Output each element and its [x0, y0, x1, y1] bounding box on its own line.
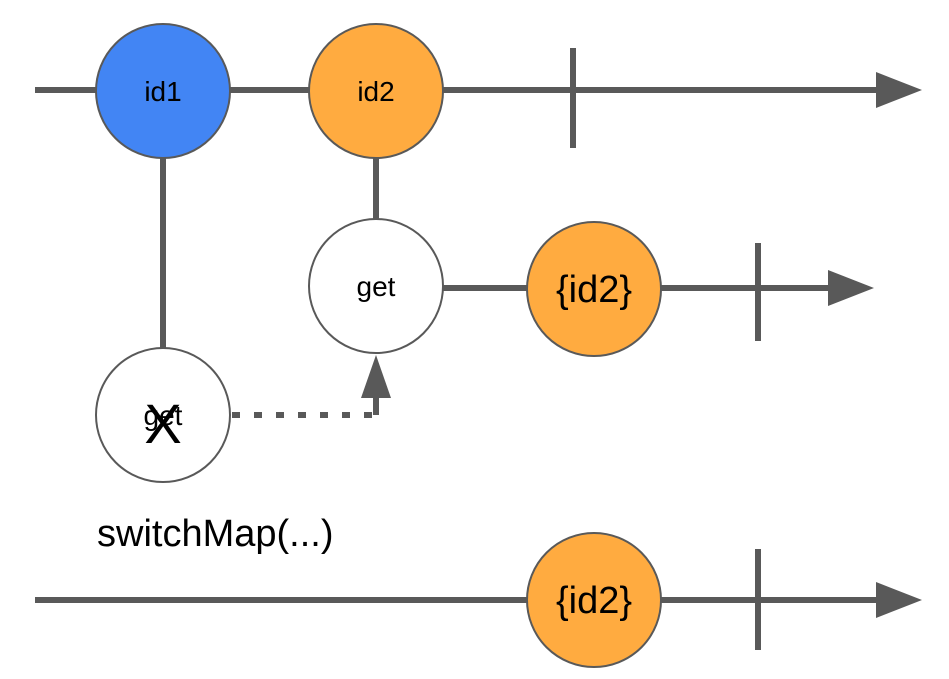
switch-dotted-arrow — [232, 355, 391, 418]
marble-id1-label: id1 — [144, 76, 181, 107]
inner-result-marble: {id2} — [526, 221, 662, 357]
output-timeline — [35, 549, 922, 650]
cancel-x-mark: X — [144, 392, 181, 455]
inner-result-label: {id2} — [556, 269, 632, 311]
output-result-marble: {id2} — [526, 532, 662, 668]
dotted-arrowhead — [361, 355, 391, 398]
marble-id2: id2 — [308, 23, 444, 159]
cancelled-get-label: get — [144, 400, 183, 431]
cancelled-get-marble: get X — [95, 347, 231, 483]
source-arrowhead — [876, 72, 922, 108]
marble-id1: id1 — [95, 23, 231, 159]
output-result-label: {id2} — [556, 580, 632, 622]
marble-id2-label: id2 — [357, 76, 394, 107]
inner-arrowhead — [828, 270, 874, 306]
active-get-marble: get — [308, 218, 444, 354]
operator-label: switchMap(...) — [97, 513, 333, 555]
output-arrowhead — [876, 582, 922, 618]
active-get-label: get — [357, 271, 396, 302]
